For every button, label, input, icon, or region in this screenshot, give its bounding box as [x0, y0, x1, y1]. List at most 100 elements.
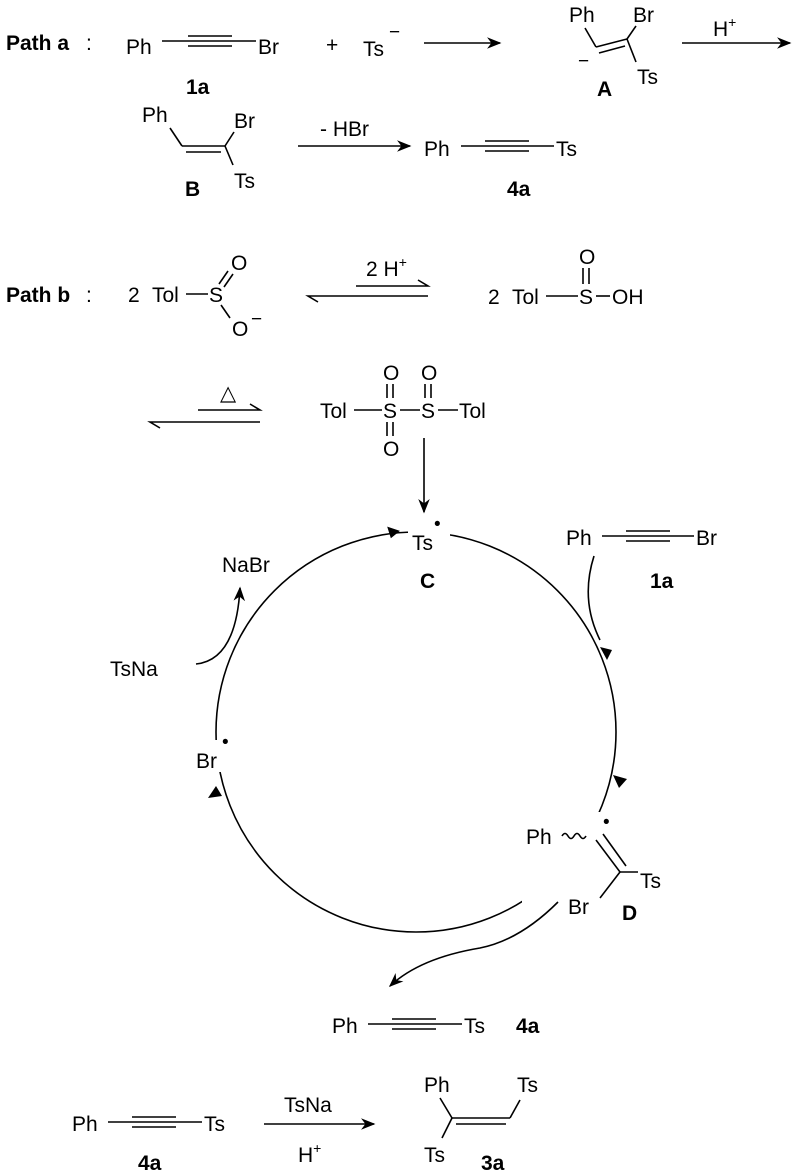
compound-id-4a: 4a — [507, 178, 531, 201]
oxygen-label: O — [231, 252, 247, 275]
tolyl-label: Tol — [152, 284, 179, 307]
final-reaction-section: Ph Ts 4a TsNa H+ Ph Ts Ts 3a — [72, 1074, 538, 1174]
tolyl-label: Tol — [459, 400, 486, 423]
proton-reagent: H+ — [713, 14, 736, 41]
oxygen-label: O — [232, 318, 248, 341]
sulfur-label: S — [209, 284, 223, 307]
cycle-arrowhead — [613, 775, 627, 788]
double-bond-line — [595, 38, 628, 48]
path-a-colon: : — [86, 32, 92, 55]
single-bond-line — [599, 871, 621, 899]
thiosulfonate: Tol S O O S O Tol — [320, 362, 486, 461]
single-bond-line — [626, 38, 637, 63]
sulfinic-acid-pair: 2 Tol S O OH — [488, 246, 644, 309]
reverse-half-arrow — [305, 295, 428, 303]
vinyl-bromide-B: Ph Br Ts B — [142, 104, 255, 201]
double-bond-line — [598, 45, 626, 54]
coefficient-label: 2 — [128, 284, 140, 307]
negative-charge: − — [251, 309, 262, 330]
phenyl-label: Ph — [126, 36, 152, 59]
sulfinate-anion-pair: 2 Tol S O O − — [128, 252, 262, 341]
single-bond-line — [626, 25, 637, 40]
tosyl-label: Ts — [640, 870, 661, 893]
tosyl-label: Ts — [204, 1113, 225, 1136]
path-a-section: Path a : Ph Br 1a + Ts − Ph Br Ts − — [6, 4, 792, 201]
sulfonyl-alkyne-4a-final: Ph Ts 4a — [72, 1113, 225, 1174]
negative-charge: − — [389, 22, 400, 43]
coefficient-label: 2 — [488, 286, 500, 309]
proton-reagent: H+ — [298, 1140, 321, 1167]
compound-id-B: B — [185, 178, 200, 201]
single-bond-line — [224, 131, 235, 147]
tosyl-radical-C: Ts • C — [408, 514, 450, 593]
product-release-arrow — [388, 901, 559, 987]
phenyl-label: Ph — [142, 104, 168, 127]
cycle-arrowhead — [208, 786, 222, 798]
bis-sulfonyl-alkene-3a: Ph Ts Ts 3a — [424, 1074, 538, 1174]
proton-reagent: 2 H+ — [366, 254, 407, 281]
sodium-exchange: NaBr TsNa — [110, 554, 270, 681]
phenyl-label: Ph — [332, 1015, 358, 1038]
tosyl-label: Ts — [412, 532, 433, 555]
double-bond-line — [602, 833, 627, 867]
tosyl-label: Ts — [637, 66, 658, 89]
compound-id-1a: 1a — [650, 570, 674, 593]
bromo-label: Br — [234, 110, 255, 133]
tolyl-label: Tol — [512, 286, 539, 309]
oxygen-label: O — [383, 438, 399, 461]
compound-id-C: C — [420, 570, 435, 593]
compound-id-D: D — [622, 902, 637, 925]
compound-id-A: A — [597, 78, 612, 101]
radical-dot: • — [434, 514, 441, 535]
tosyl-label: Ts — [556, 138, 577, 161]
compound-id-4a: 4a — [516, 1015, 540, 1038]
path-b-section: Path b : 2 Tol S O O − 2 H+ 2 Tol S — [6, 246, 717, 1038]
single-bond-line — [169, 127, 183, 147]
oxygen-label: O — [579, 246, 595, 269]
wavy-bond-line — [561, 832, 587, 840]
sodium-sulfinate-reagent: TsNa — [284, 1094, 332, 1117]
cycle-arrowhead — [387, 526, 400, 539]
bromoalkyne-1a-cycle: Ph Br 1a — [566, 527, 717, 641]
label-backing — [522, 812, 682, 922]
oxygen-label: O — [421, 362, 437, 385]
bromo-label: Br — [696, 527, 717, 550]
single-bond-line — [220, 304, 231, 319]
forward-half-arrow — [356, 279, 431, 287]
path-a-label: Path a — [6, 32, 69, 55]
phenyl-label: Ph — [569, 4, 595, 27]
substrate-entry-curve — [587, 555, 601, 641]
path-b-colon: : — [86, 284, 92, 307]
forward-half-arrow — [198, 403, 263, 411]
radical-dot: • — [222, 732, 229, 753]
sodium-sulfinate-label: TsNa — [110, 658, 158, 681]
reverse-half-arrow — [147, 421, 260, 429]
double-bond-line — [595, 839, 621, 873]
negative-charge: − — [578, 51, 589, 72]
plus-sign: + — [326, 34, 338, 57]
hbr-elimination-reagent: - HBr — [320, 118, 369, 141]
tosyl-label: Ts — [464, 1015, 485, 1038]
tosyl-label: Ts — [517, 1074, 538, 1097]
label-backing — [408, 524, 450, 552]
single-bond-line — [439, 1097, 453, 1119]
phenyl-label: Ph — [72, 1113, 98, 1136]
tosyl-label: Ts — [424, 1144, 445, 1167]
bromo-label: Br — [196, 750, 217, 773]
sodium-bromide-label: NaBr — [222, 554, 270, 577]
sulfur-label: S — [421, 400, 435, 423]
single-bond-line — [224, 145, 234, 166]
heat-symbol: △ — [220, 382, 237, 405]
bromo-label: Br — [258, 36, 279, 59]
single-bond-line — [509, 1099, 521, 1119]
double-bond-line — [223, 273, 234, 288]
bromo-label: Br — [568, 896, 589, 919]
sulfonyl-alkyne-4a-cycle: Ph Ts 4a — [332, 1015, 540, 1038]
oxygen-label: O — [383, 362, 399, 385]
phenyl-label: Ph — [566, 527, 592, 550]
equilibrium-arrows — [305, 279, 431, 303]
tosyl-label: Ts — [363, 38, 384, 61]
thermal-equilibrium-arrows — [147, 403, 263, 429]
